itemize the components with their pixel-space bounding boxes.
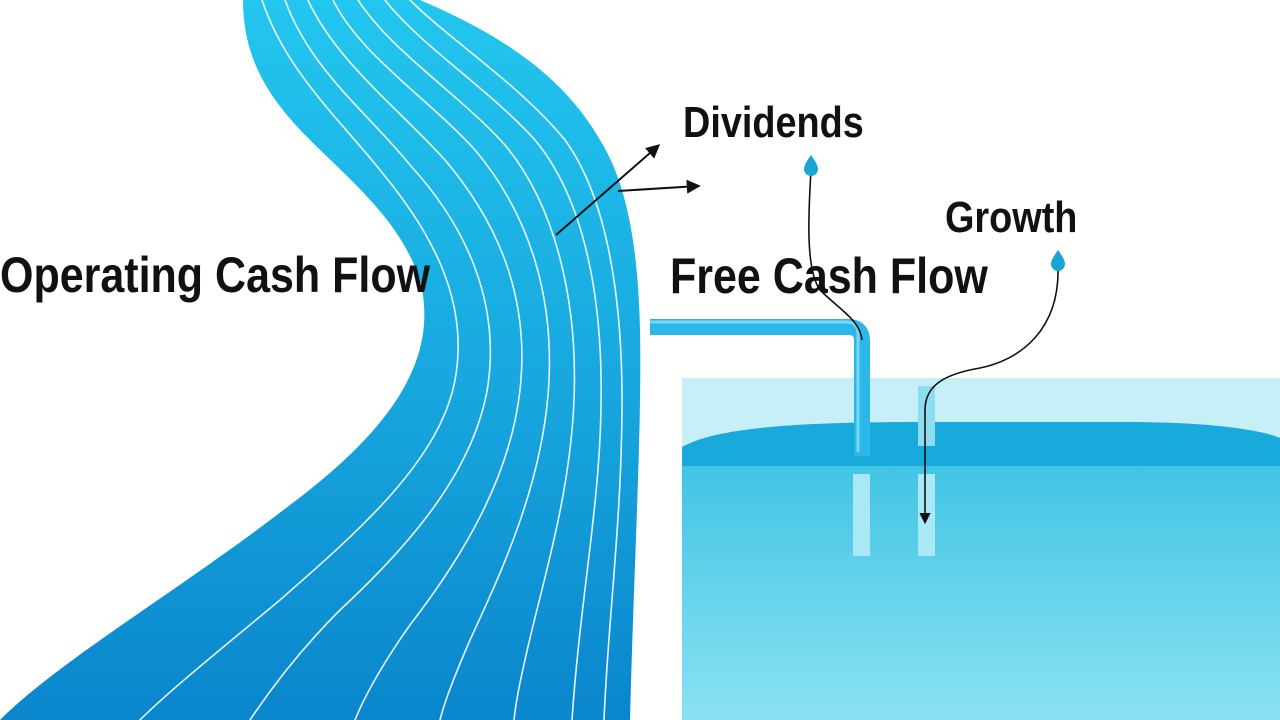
pipe-right-upper — [918, 386, 935, 446]
pool-surface — [682, 422, 1280, 466]
growth-label: Growth — [945, 193, 1078, 242]
dividends-arrow — [555, 144, 661, 236]
river — [0, 0, 641, 720]
dividends-label: Dividends — [683, 98, 864, 147]
operating-cash-flow-label: Operating Cash Flow — [0, 247, 431, 303]
dividends-line — [808, 169, 863, 341]
droplet-icon — [804, 155, 818, 176]
free-cash-flow-label: Free Cash Flow — [670, 248, 988, 304]
pool-body — [682, 458, 1280, 720]
feed-pipe-highlight — [650, 320, 860, 452]
river-flow-lines — [139, 0, 623, 720]
droplet-icon — [1051, 250, 1065, 271]
growth-line — [919, 265, 1059, 525]
growth-arrow — [617, 179, 701, 194]
pipe-stub-left — [853, 474, 870, 556]
pipe-stub-right — [918, 474, 935, 556]
